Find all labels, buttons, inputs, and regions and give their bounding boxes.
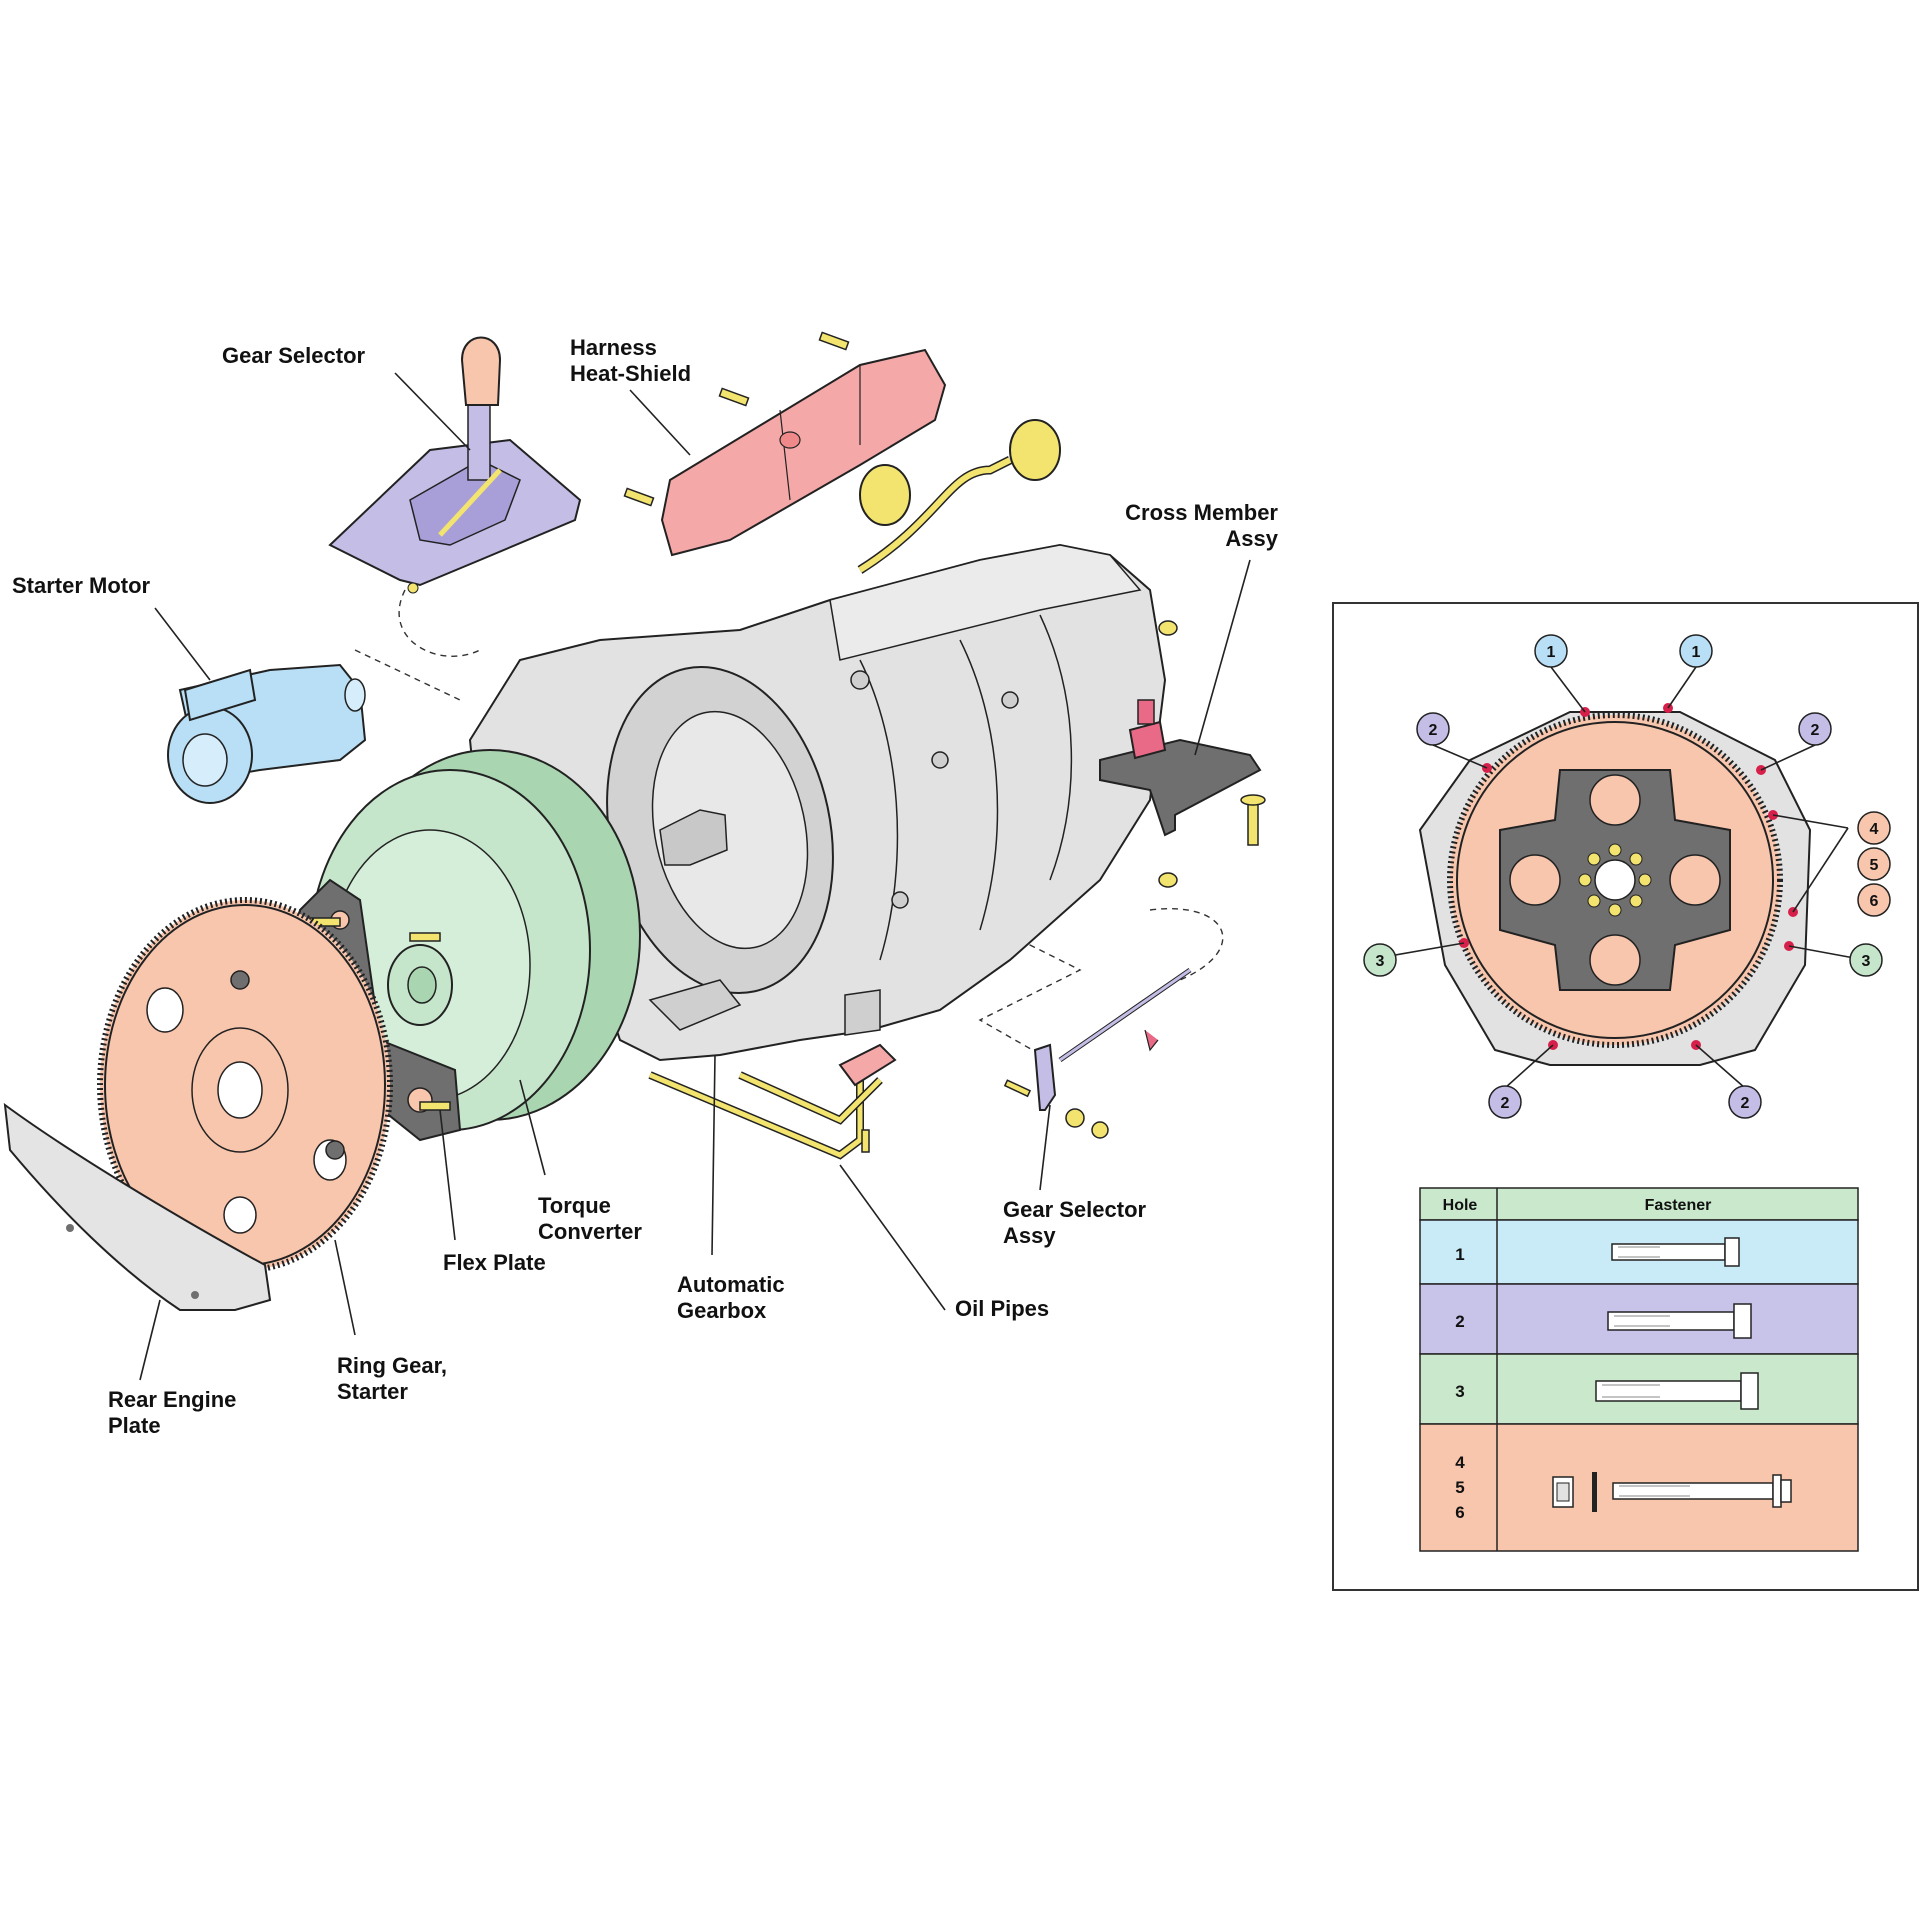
gear-selector-assy <box>1003 967 1192 1139</box>
leader-lines <box>139 372 1251 1381</box>
label-oil-pipes: Oil Pipes <box>955 1296 1049 1321</box>
rear-engine-plate <box>3 1102 272 1311</box>
bolt-icon-row2 <box>1607 1303 1752 1339</box>
hole-marker-2c: 2 <box>1501 1095 1510 1112</box>
table-cell-hole-5: 5 <box>1455 1478 1464 1497</box>
label-gearbox-line2: Gearbox <box>677 1298 767 1323</box>
label-ring-gear-line2: Starter <box>337 1379 408 1404</box>
hole-markers: 1 1 2 2 2 2 3 3 4 5 6 <box>1363 634 1891 1119</box>
table-cell-hole-6: 6 <box>1455 1503 1464 1522</box>
hole-marker-1b: 1 <box>1692 644 1701 661</box>
label-gearbox-line1: Automatic <box>677 1272 785 1297</box>
label-gear-selector: Gear Selector <box>222 343 366 368</box>
table-cell-hole-3: 3 <box>1455 1382 1464 1401</box>
automatic-gearbox <box>468 543 1167 1062</box>
table-header-hole: Hole <box>1443 1197 1478 1214</box>
label-torque-line2: Converter <box>538 1219 642 1244</box>
table-cell-hole-4: 4 <box>1455 1453 1465 1472</box>
hole-marker-5: 5 <box>1870 857 1879 874</box>
hole-marker-3a: 3 <box>1376 953 1385 970</box>
label-gs-assy-line1: Gear Selector <box>1003 1197 1147 1222</box>
hole-marker-4: 4 <box>1870 821 1879 838</box>
hole-marker-2b: 2 <box>1811 722 1820 739</box>
component-labels: Gear Selector Harness Heat-Shield Starte… <box>12 335 1279 1438</box>
label-harness-line1: Harness <box>570 335 657 360</box>
label-cross-member-line2: Assy <box>1225 526 1278 551</box>
hole-marker-2d: 2 <box>1741 1095 1750 1112</box>
torque-converter <box>309 749 641 1131</box>
label-torque-line1: Torque <box>538 1193 611 1218</box>
label-ring-gear-line1: Ring Gear, <box>337 1353 447 1378</box>
alignment-lines <box>354 589 1224 1061</box>
wiring-harness <box>857 419 1061 574</box>
label-rear-plate-line1: Rear Engine <box>108 1387 236 1412</box>
fastener-table: Hole Fastener 1 2 3 4 5 6 <box>1419 1187 1859 1552</box>
bolt-icon-row3 <box>1595 1372 1759 1410</box>
table-header-fastener: Fastener <box>1645 1197 1712 1214</box>
label-harness-line2: Heat-Shield <box>570 361 691 386</box>
hole-marker-1a: 1 <box>1547 644 1556 661</box>
label-rear-plate-line2: Plate <box>108 1413 161 1438</box>
label-gs-assy-line2: Assy <box>1003 1223 1056 1248</box>
oil-pipes <box>648 1043 897 1160</box>
ring-gear-starter <box>97 897 393 1273</box>
table-cell-hole-1: 1 <box>1455 1245 1464 1264</box>
label-starter-motor: Starter Motor <box>12 573 151 598</box>
hole-marker-6: 6 <box>1870 893 1879 910</box>
hole-marker-2a: 2 <box>1429 722 1438 739</box>
hole-marker-3b: 3 <box>1862 953 1871 970</box>
fastener-inset-panel: 1 1 2 2 2 2 3 3 4 5 6 <box>1332 602 1919 1591</box>
label-flex-plate: Flex Plate <box>443 1250 546 1275</box>
harness-heat-shield <box>623 331 947 557</box>
bell-housing-view <box>1418 711 1812 1066</box>
cross-member-assy <box>1099 620 1266 888</box>
label-cross-member-line1: Cross Member <box>1125 500 1278 525</box>
table-cell-hole-2: 2 <box>1455 1312 1464 1331</box>
starter-motor <box>167 663 367 804</box>
bolt-icon-row1 <box>1611 1237 1740 1267</box>
bolt-icon-row456 <box>1552 1472 1792 1512</box>
gear-selector <box>328 336 582 594</box>
